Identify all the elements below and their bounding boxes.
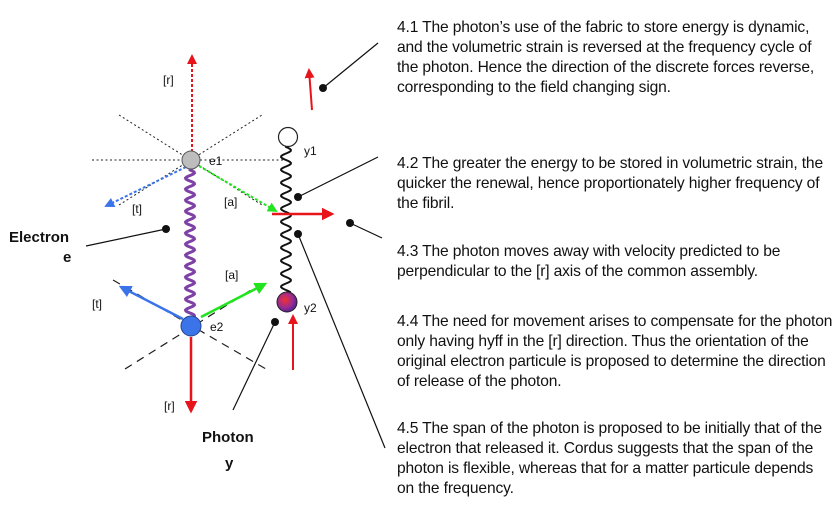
blue-dashed-arrow-t (104, 166, 187, 207)
leader-lines (85, 42, 386, 449)
y1-label: y1 (304, 144, 317, 158)
paragraph-4-3: 4.3 The photon moves away with velocity … (397, 243, 781, 280)
leader-dots (162, 84, 354, 326)
e2-particle (180, 315, 202, 337)
electron-label: Electron (9, 229, 69, 246)
e1-label: e1 (209, 154, 223, 168)
photon-symbol: y (225, 455, 234, 472)
e2-label: e2 (210, 320, 224, 334)
e1-particle (181, 150, 201, 170)
electron-symbol: e (63, 249, 71, 266)
a-bottom-label: [a] (225, 268, 238, 282)
photon-label: Photon (202, 429, 254, 446)
t-bottom-label: [t] (92, 297, 102, 311)
r-bottom-label: [r] (164, 399, 175, 413)
electron-fibril (183, 168, 197, 318)
paragraph-4-4: 4.4 The need for movement arises to comp… (397, 313, 833, 390)
y2-label: y2 (304, 301, 317, 315)
a-top-label: [a] (224, 195, 237, 209)
y1-particle (277, 126, 299, 148)
red-arrow-y1-up (304, 68, 315, 111)
blue-arrow-t (118, 285, 184, 321)
t-top-label: [t] (132, 202, 142, 216)
paragraph-4-1: 4.1 The photon’s use of the fabric to st… (397, 19, 815, 96)
green-arrow-a (200, 282, 268, 319)
paragraph-4-5: 4.5 The span of the photon is proposed t… (397, 420, 823, 497)
r-top-label: [r] (163, 73, 174, 87)
photon-fibril (279, 146, 293, 293)
paragraph-4-2: 4.2 The greater the energy to be stored … (397, 155, 823, 212)
y2-particle (276, 291, 298, 313)
